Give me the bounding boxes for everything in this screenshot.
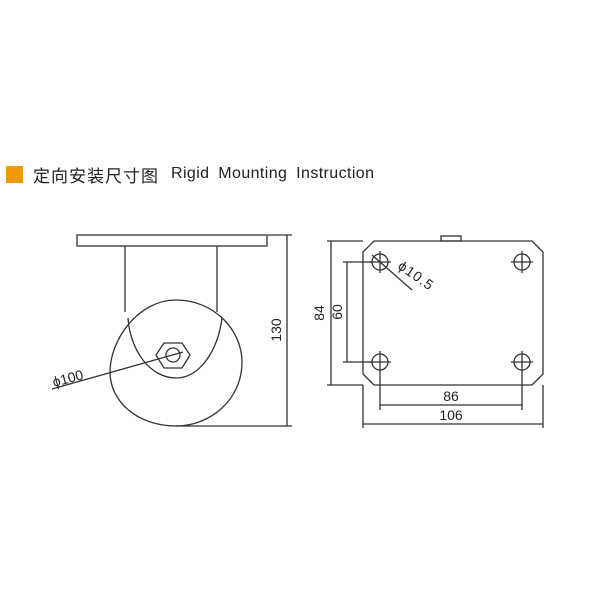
wheel-diameter-label: ϕ100: [51, 366, 85, 390]
hole-diameter-label: ϕ10.5: [395, 257, 437, 293]
inner-width-label: 86: [443, 388, 459, 404]
outer-width-label: 106: [439, 407, 463, 423]
inner-height-label: 60: [329, 304, 345, 320]
axle-nut: [155, 342, 191, 369]
wheel-diameter-leader: [51, 351, 184, 390]
section-heading: 定向安装尺寸图 Rigid Mounting Instruction: [6, 159, 374, 189]
axle-bolt: [165, 347, 181, 363]
outer-height-label: 84: [311, 305, 327, 321]
plate-top-lug: [440, 235, 462, 242]
mounting-plate-outline: [362, 240, 544, 386]
hole-bottom-right: [511, 351, 533, 373]
height-label: 130: [268, 318, 284, 342]
hole-bottom-left: [369, 351, 391, 373]
heading-title-english: Rigid Mounting Instruction: [171, 165, 375, 182]
heading-title-chinese: 定向安装尺寸图: [33, 166, 159, 187]
side-top-plate: [76, 234, 268, 247]
plate-view: [327, 235, 544, 428]
hole-diameter-leader: [371, 254, 413, 291]
wheel-hub-curve: [127, 317, 223, 379]
heading-marker: [6, 165, 23, 183]
side-view: [51, 234, 292, 427]
hole-top-right: [511, 251, 533, 273]
